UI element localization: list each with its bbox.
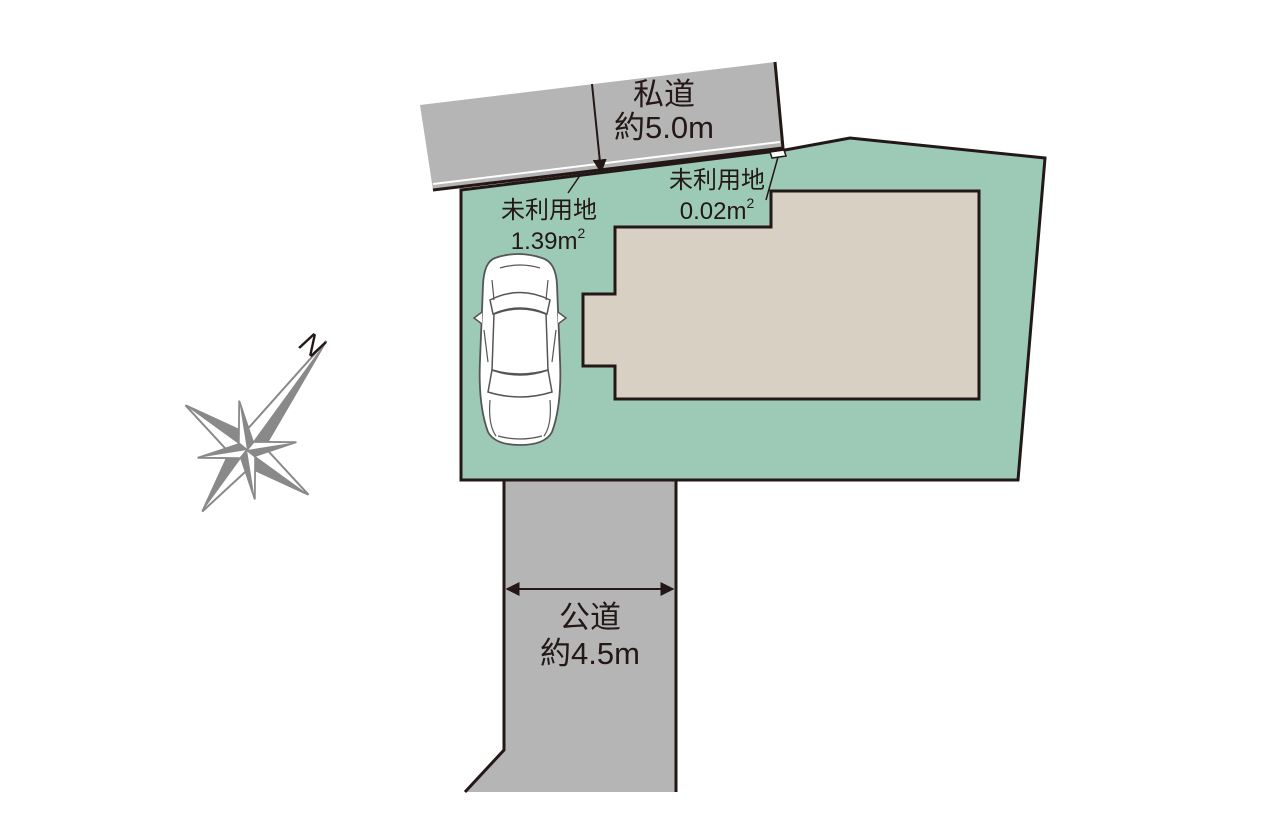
car-top-view-icon <box>472 253 568 446</box>
unused-area-2-value: 0.02m <box>680 198 747 225</box>
private-road <box>420 61 785 192</box>
unused-strip <box>769 149 787 159</box>
public-road-name: 公道 <box>559 600 621 635</box>
car-roof <box>491 308 549 375</box>
compass-point-e-shade <box>247 450 309 495</box>
car-left-mirror <box>472 311 483 325</box>
compass-rose-icon <box>184 340 328 513</box>
private-road-width: 約5.0m <box>614 110 714 145</box>
unused-area-1-label: 未利用地 <box>501 197 597 224</box>
unused-area-1-exponent: 2 <box>577 225 585 241</box>
unused-area-2-label: 未利用地 <box>669 167 765 194</box>
private-road-name: 私道 <box>633 77 695 112</box>
car-rear-window <box>487 368 553 398</box>
unused-area-1-size: 1.39m2 <box>511 225 586 255</box>
car-windshield <box>489 291 551 316</box>
public-road <box>463 480 678 794</box>
compass-north-label: N <box>293 326 330 366</box>
building-footprint <box>581 189 981 401</box>
public-road-width: 約4.5m <box>540 636 640 671</box>
private-road-edge <box>432 61 785 192</box>
car-door-lines <box>483 329 557 363</box>
car-right-mirror <box>557 311 568 325</box>
unused-area-leader-1 <box>567 173 582 194</box>
private-road-width-line <box>591 83 607 174</box>
unused-area-1-value: 1.39m <box>511 228 578 255</box>
car-hood-lines <box>491 264 549 301</box>
public-road-left-edge <box>463 480 506 794</box>
compass-diagonals <box>197 400 297 500</box>
public-road-surface <box>465 480 676 792</box>
compass-point-n-shade <box>247 340 327 450</box>
unused-area-leader-2 <box>765 156 779 201</box>
unused-area-2-exponent: 2 <box>746 195 754 211</box>
unused-area-2-size: 0.02m2 <box>680 195 755 225</box>
car-trunk-lines <box>489 399 551 440</box>
